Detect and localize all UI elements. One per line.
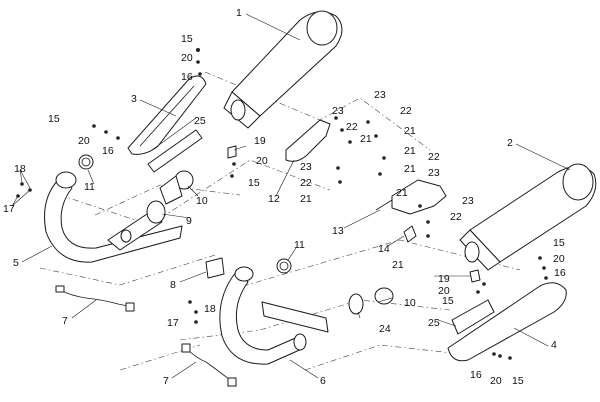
sleeve-lower — [374, 287, 394, 305]
callout-22d: 22 — [300, 177, 312, 189]
callout-10a: 10 — [196, 195, 208, 207]
callout-15d: 15 — [553, 237, 565, 249]
callout-21e: 21 — [396, 187, 408, 199]
callout-16a: 16 — [181, 71, 193, 83]
callout-8: 8 — [170, 279, 176, 291]
clamp-24 — [348, 293, 364, 315]
heat-shield-upper — [127, 75, 207, 155]
callout-16c: 16 — [554, 267, 566, 279]
bracket-upper — [285, 119, 331, 162]
callout-10b: 10 — [404, 297, 416, 309]
callout-24: 24 — [379, 323, 391, 335]
callout-18a: 18 — [14, 163, 26, 175]
callout-4: 4 — [551, 339, 557, 351]
fasteners — [16, 48, 548, 360]
callout-3: 3 — [131, 93, 137, 105]
bracket-lower — [375, 179, 447, 215]
callout-20b: 20 — [78, 135, 90, 147]
callout-23d: 23 — [428, 167, 440, 179]
callout-20a: 20 — [181, 52, 193, 64]
callout-22c: 22 — [428, 151, 440, 163]
mount-clip-upper — [227, 145, 237, 159]
callout-20e: 20 — [438, 285, 450, 297]
muffler-upper — [223, 10, 343, 129]
coupler-9 — [146, 200, 166, 224]
callout-6: 6 — [320, 375, 326, 387]
header-pipe-front — [44, 171, 183, 263]
callout-21f: 21 — [300, 193, 312, 205]
callout-2: 2 — [507, 137, 513, 149]
callout-7a: 7 — [62, 315, 68, 327]
heat-shield-lower — [447, 282, 567, 362]
callout-22b: 22 — [400, 105, 412, 117]
support-clip — [403, 225, 417, 243]
callout-9: 9 — [186, 215, 192, 227]
header-pipe-rear — [219, 266, 329, 365]
callout-25b: 25 — [428, 317, 440, 329]
assembly-dash-lines — [39, 71, 521, 371]
callout-15c: 15 — [248, 177, 260, 189]
callout-labels: 1 2 3 4 5 6 7 7 8 9 10 10 11 11 12 13 14… — [3, 7, 566, 387]
callout-21g: 21 — [392, 259, 404, 271]
callout-23e: 23 — [462, 195, 474, 207]
callout-19a: 19 — [254, 135, 266, 147]
callout-21a: 21 — [360, 133, 372, 145]
callout-14: 14 — [378, 243, 390, 255]
callout-11a: 11 — [84, 181, 95, 193]
callout-22a: 22 — [346, 121, 358, 133]
callout-25a: 25 — [194, 115, 206, 127]
callout-19b: 19 — [438, 273, 450, 285]
callout-7b: 7 — [163, 375, 169, 387]
callout-12: 12 — [268, 193, 280, 205]
callout-23c: 23 — [300, 161, 312, 173]
callout-23a: 23 — [332, 105, 344, 117]
callout-15a: 15 — [181, 33, 193, 45]
callout-22e: 22 — [450, 211, 462, 223]
callout-15b: 15 — [48, 113, 60, 125]
callout-21b: 21 — [404, 125, 416, 137]
callout-15f: 15 — [512, 375, 524, 387]
callout-23b: 23 — [374, 89, 386, 101]
callout-21c: 21 — [404, 145, 416, 157]
mount-clip-lower — [469, 269, 481, 283]
lambda-sensor-front — [55, 285, 135, 312]
gasket-ring-rear — [276, 258, 292, 274]
callout-17b: 17 — [167, 317, 179, 329]
callout-18b: 18 — [204, 303, 216, 315]
callout-16b: 16 — [102, 145, 114, 157]
leader-lines — [11, 13, 571, 379]
shield-clamp-lower — [451, 299, 495, 335]
sleeve-upper — [159, 170, 194, 205]
callout-16d: 16 — [470, 369, 482, 381]
callout-11b: 11 — [294, 239, 305, 251]
callout-1: 1 — [236, 7, 242, 19]
muffler-lower — [459, 163, 597, 271]
callout-21d: 21 — [404, 163, 416, 175]
callout-17a: 17 — [3, 203, 15, 215]
callout-15e: 15 — [442, 295, 454, 307]
clamp-8 — [205, 257, 225, 279]
callout-20d: 20 — [553, 253, 565, 265]
callout-13: 13 — [332, 225, 344, 237]
callout-5: 5 — [13, 257, 19, 269]
shield-clamp-upper — [147, 129, 203, 173]
callout-20c: 20 — [256, 155, 268, 167]
gasket-ring-front — [78, 154, 94, 170]
lambda-sensor-rear — [181, 343, 237, 387]
callout-20f: 20 — [490, 375, 502, 387]
